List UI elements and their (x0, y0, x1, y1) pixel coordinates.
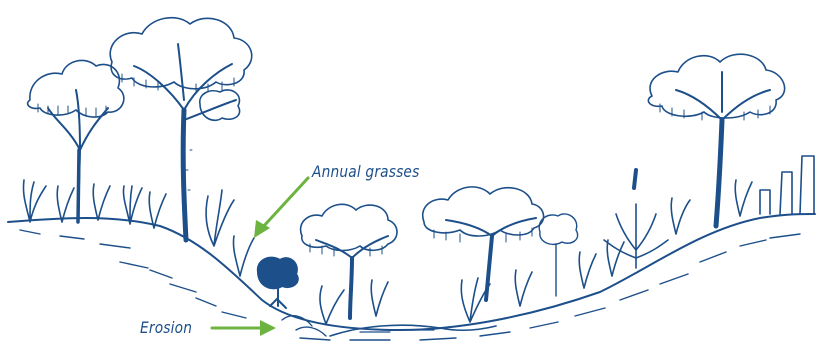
shrub-right-middle (539, 214, 577, 296)
annual-grasses-label: Annual grasses (312, 162, 419, 181)
erosion-arrowhead (260, 320, 276, 336)
termite-mound-posts (760, 156, 814, 214)
palm-plant (604, 170, 668, 268)
erosion-label: Erosion (140, 318, 192, 337)
tree-right-big (648, 54, 784, 226)
annual-grasses-arrow (262, 178, 308, 228)
tree-left-small (28, 60, 124, 222)
tree-middle (301, 204, 397, 318)
grass-tufts-center (320, 240, 624, 324)
erosion-gully (282, 316, 326, 336)
ground-line (8, 214, 815, 330)
grass-tufts-right (671, 180, 752, 234)
tree-right-middle (423, 187, 544, 300)
